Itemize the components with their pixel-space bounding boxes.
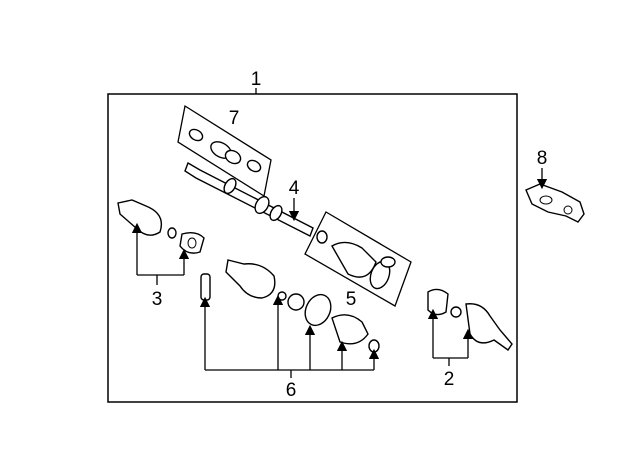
part-6-group[interactable]: 6 [199, 259, 380, 401]
callout-8[interactable]: 8 [537, 148, 548, 169]
callout-3[interactable]: 3 [152, 289, 163, 310]
part-2-group[interactable]: 2 [427, 288, 513, 390]
callout-6[interactable]: 6 [286, 380, 297, 401]
callout-1[interactable]: 1 [251, 69, 262, 90]
callout-2[interactable]: 2 [444, 369, 455, 390]
callout-7[interactable]: 7 [229, 108, 240, 129]
part-7-group[interactable]: 7 [177, 104, 272, 198]
assembly-frame [107, 93, 518, 403]
part-5-group[interactable]: 5 [304, 211, 412, 310]
part-5-frame [304, 211, 412, 307]
callout-5[interactable]: 5 [346, 289, 357, 310]
part-3-group[interactable]: 3 [117, 199, 205, 310]
part-4-shaft[interactable]: 4 [184, 161, 314, 237]
callout-4[interactable]: 4 [289, 178, 300, 199]
part-8-group[interactable]: 8 [525, 148, 585, 223]
